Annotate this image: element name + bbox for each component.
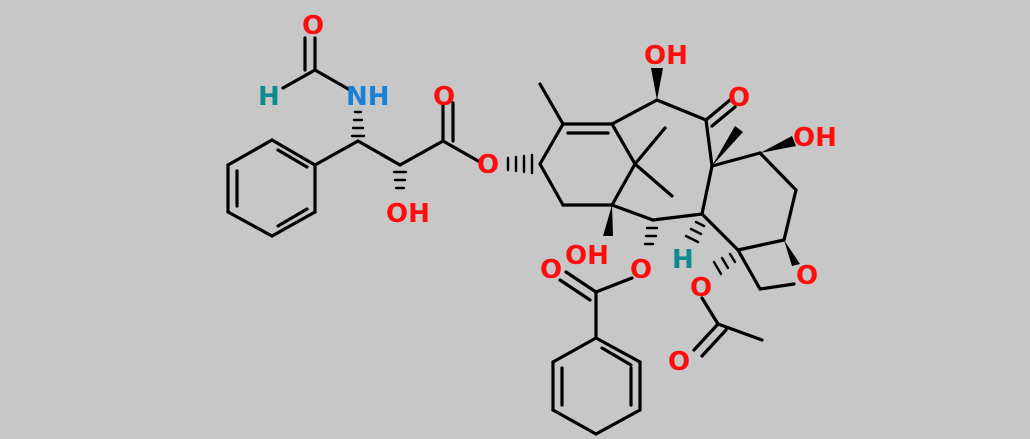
hash-bond-c4-oac [712,252,737,276]
side-chain-phenyl-ring [226,138,317,238]
hash-bond-c3-h [684,220,706,244]
hash-bond-c3-n [350,110,366,138]
atom-label-layer: O H NH O O OH O OH OH OH O O H O O O [258,11,837,377]
benzoate-carbonyl-oxygen-label: O [540,255,562,285]
ester-oxygen-label: O [477,150,499,180]
c3-hydrogen-label: H [672,245,694,275]
side-chain-hydroxyl-label: OH [386,199,430,229]
acetate-oxygen-label: O [690,273,712,303]
formyl-oxygen-label: O [302,11,324,41]
hash-bond-c2-obz [643,226,659,246]
c10-hydroxyl-label: OH [644,41,688,71]
oxetane-oxygen-label: O [796,261,818,291]
benzoate-oxygen-label: O [630,255,652,285]
acetate-carbonyl-oxygen-label: O [668,347,690,377]
hash-bond-ester-c13 [506,153,534,175]
amide-nitrogen-label: NH [346,82,390,112]
c7-hydroxyl-label: OH [793,123,837,153]
formyl-hydrogen-label: H [258,82,280,112]
benzoate-phenyl-ring [551,336,642,436]
bond-layer [226,36,800,436]
c9-ketone-oxygen-label: O [728,83,750,113]
ester-carbonyl-oxygen-label: O [433,82,455,112]
c1-hydroxyl-label: OH [565,241,609,271]
hash-bond-c2-oh [392,170,408,190]
